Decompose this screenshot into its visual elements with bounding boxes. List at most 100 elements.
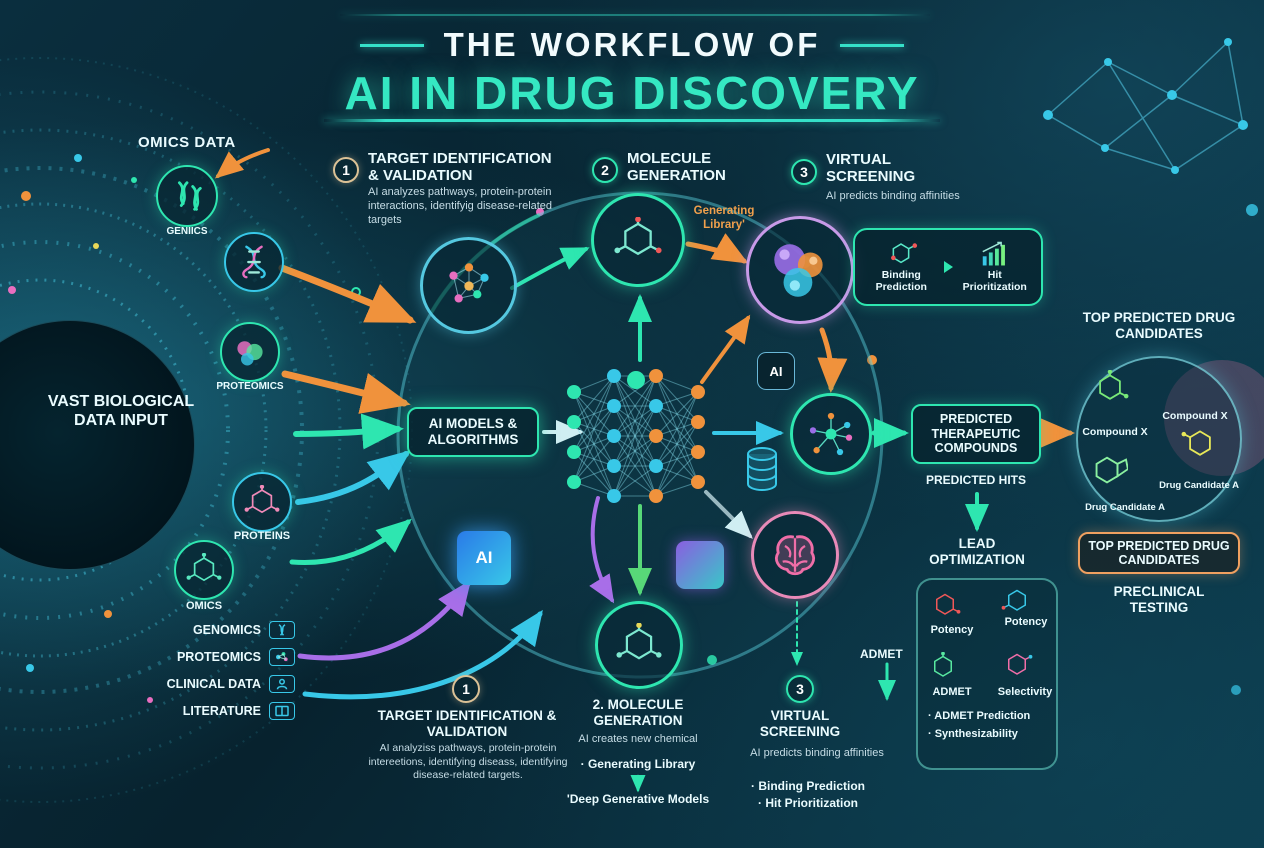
left-glow: [0, 50, 420, 810]
hit-network-circle: [790, 393, 872, 475]
genomics-mini-icon: [269, 621, 295, 639]
generated-molecule-circle: [595, 601, 683, 689]
proteins-label: PROTEINS: [233, 530, 291, 542]
arrow-omics-to-icons: [214, 148, 270, 179]
data-source-row-proteomics: PROTEOMICS: [100, 648, 295, 666]
data-input-label: VAST BIOLOGICAL DATA INPUT: [47, 393, 195, 430]
pathway-network-icon: [448, 262, 489, 303]
title-dash-left: [359, 43, 424, 47]
step3-number: 3: [800, 164, 808, 180]
virtual-screening-circle: [746, 216, 854, 324]
omics-data-label: OMICS DATA: [138, 134, 236, 151]
data-source-row-clinical: CLINICAL DATA: [100, 675, 295, 693]
bottom-step3-bullet1: · Binding Prediction: [751, 779, 865, 793]
bottom-step1-number: 1: [462, 681, 470, 697]
literature-mini-icon: [269, 702, 295, 720]
screening-results-panel: Binding Prediction Hit Prioritization: [853, 228, 1043, 306]
step2-number: 2: [601, 162, 609, 178]
ai-chip-label: AI: [475, 548, 493, 567]
hit-prioritization-block: Hit Prioritization: [955, 241, 1035, 293]
genomics-label: GENIICS: [166, 226, 208, 237]
data-source-row-literature: LITERATURE: [100, 702, 295, 720]
potency-label-2: Potency: [1004, 616, 1048, 628]
data-source-label: CLINICAL DATA: [166, 677, 261, 691]
title-line1: THE WORKFLOW OF: [443, 26, 821, 63]
candidates-box-label: TOP PREDICTED DRUG CANDIDATES: [1088, 538, 1230, 567]
molecule-icon: [186, 553, 222, 582]
bar-chart-icon: [982, 241, 1005, 266]
ai-models-label: AI MODELS & ALGORITHMS: [427, 416, 519, 447]
step1-number-badge: 1: [333, 157, 359, 183]
arrow-screening-down: [817, 327, 848, 393]
data-source-label: PROTEOMICS: [176, 650, 261, 664]
potency-molecule-icon-2: [1001, 589, 1026, 611]
title-dash-right: [840, 43, 905, 47]
binding-prediction-block: Binding Prediction: [861, 241, 941, 293]
title-block: THE WORKFLOW OF AI IN DRUG DISCOVERY: [282, 26, 982, 120]
hit-prioritization-label: Hit Prioritization: [962, 268, 1027, 293]
step1-desc: AI analyzes pathways, protein-protein in…: [368, 186, 553, 226]
molecule-generation-circle: [591, 193, 685, 287]
arrow-dna-to-center: [278, 264, 417, 324]
arrow-proteomics-to-center: [281, 370, 411, 414]
bottom-step3-number: 3: [796, 681, 804, 697]
bottom-step1-title: TARGET IDENTIFICATION & VALIDATION: [377, 708, 557, 739]
potency-molecule-icon-1: [936, 593, 961, 615]
step2-title: MOLECULE GENERATION: [627, 150, 726, 184]
synthesizability-bullet: · Synthesizability: [928, 728, 1018, 740]
protein-blob-icon: [237, 341, 263, 366]
step1-title: TARGET IDENTIFICATION & VALIDATION: [368, 150, 552, 184]
predicted-compounds-box: PREDICTED THERAPEUTIC COMPOUNDS: [911, 404, 1041, 464]
title-line2: AI IN DRUG DISCOVERY: [344, 67, 920, 119]
arrow-omics-to-center: [289, 518, 412, 566]
omics-label: OMICS: [185, 600, 223, 612]
neural-network-graphic: [567, 369, 705, 503]
arrow-proteins-to-center: [295, 450, 411, 505]
bottom-step2-title: 2. MOLECULE GENERATION: [592, 697, 684, 728]
omics-circle: [174, 540, 234, 600]
step1-number: 1: [342, 162, 350, 178]
step3-desc: AI predicts binding affinities: [826, 190, 960, 202]
arrow-literature-to-center: [302, 609, 543, 700]
ai-chip-main: AI: [457, 531, 511, 585]
proteomics-label: PROTEOMICS: [216, 381, 284, 392]
generating-library-note: Generating Library': [693, 205, 755, 231]
compound-molecule-icon-yellow: [1181, 430, 1211, 456]
candidates-circle: [1076, 356, 1242, 522]
bottom-step1-number-badge: 1: [452, 675, 480, 703]
proteomics-mini-icon: [269, 648, 295, 666]
molecule-icon: [616, 623, 662, 660]
title-top-rule: [340, 14, 930, 16]
dna-circle: [224, 232, 284, 292]
potency-label-1: Potency: [930, 624, 974, 636]
proteomics-circle: [220, 322, 280, 382]
genomics-circle: [156, 165, 218, 227]
data-source-row-genomics: GENOMICS: [100, 621, 295, 639]
bottom-step3-desc: AI predicts binding affinities: [750, 747, 884, 759]
step2-number-badge: 2: [592, 157, 618, 183]
ai-chip-mini: AI: [757, 352, 795, 390]
ai-models-box: AI MODELS & ALGORITHMS: [407, 407, 539, 457]
top-candidates-title: TOP PREDICTED DRUG CANDIDATES: [1082, 310, 1236, 342]
predicted-hits-label: PREDICTED HITS: [925, 473, 1026, 487]
compound-molecule-icon-green: [1099, 370, 1129, 400]
admet-molecule-icon: [934, 652, 952, 677]
arrow-net-to-bottom-molecule: [589, 496, 615, 604]
admet-prediction-bullet: · ADMET Prediction: [928, 710, 1031, 722]
preclinical-testing-label: PRECLINICAL TESTING: [1113, 584, 1205, 616]
admet-metric-label: ADMET: [932, 686, 972, 698]
bottom-step3-bullet2: · Hit Prioritization: [758, 796, 858, 810]
data-input-disc: [0, 320, 195, 570]
candidate-molecule-icon-green: [1095, 456, 1128, 484]
selectivity-label: Selectivity: [997, 686, 1053, 698]
molecule-icon: [614, 217, 662, 256]
data-source-label: LITERATURE: [182, 704, 261, 718]
molecule-icon: [244, 485, 280, 514]
bottom-step3-number-badge: 3: [786, 675, 814, 703]
binding-prediction-label: Binding Prediction: [875, 268, 927, 293]
ai-brain-circle: [751, 511, 839, 599]
arrow-molecule-to-screening: [685, 233, 749, 264]
binding-molecule-icon: [891, 243, 918, 264]
arrow-sources-to-chip: [297, 579, 471, 661]
